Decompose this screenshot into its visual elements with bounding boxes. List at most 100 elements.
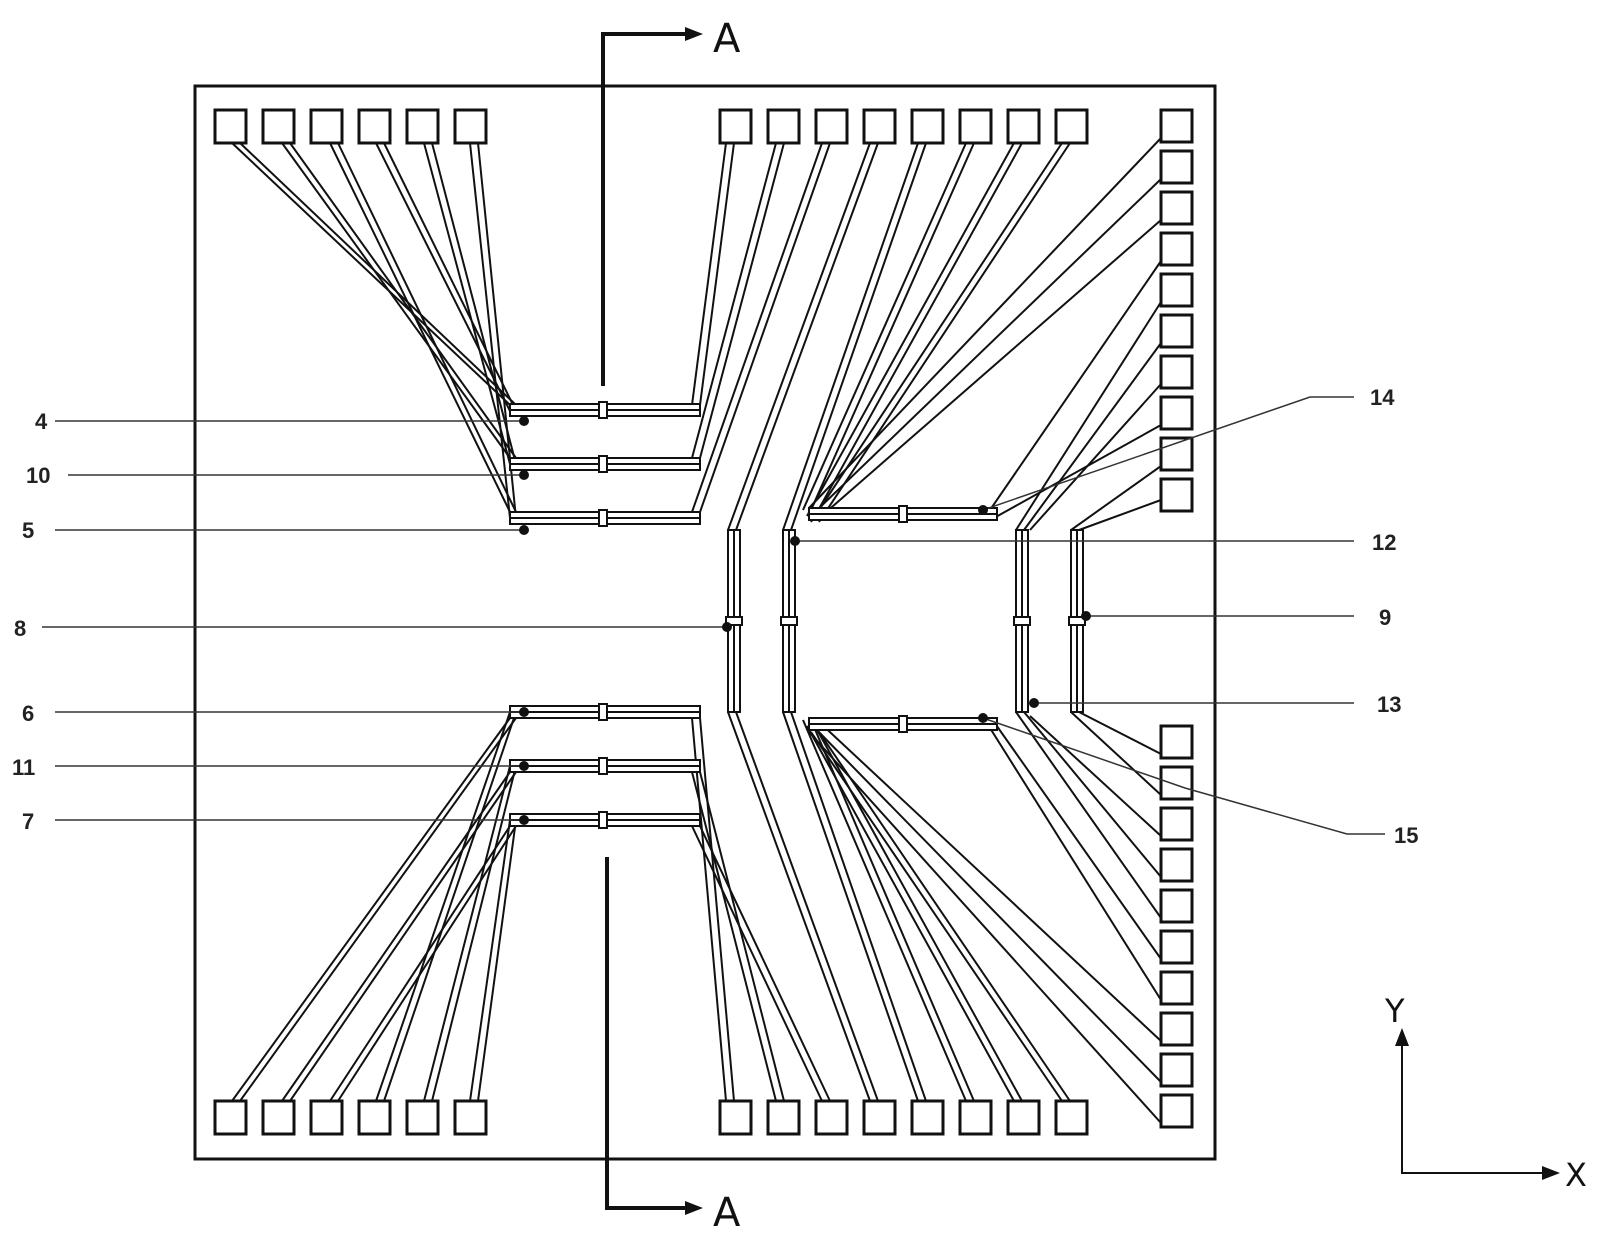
section-line-bottom bbox=[605, 857, 685, 1210]
pad bbox=[1159, 231, 1194, 267]
callout-dot bbox=[978, 713, 988, 723]
lead bbox=[691, 717, 727, 1102]
pad bbox=[453, 108, 488, 145]
pad bbox=[814, 1099, 849, 1136]
pad bbox=[1159, 970, 1194, 1006]
y-arrowhead-icon bbox=[1395, 1028, 1409, 1046]
pad bbox=[718, 108, 753, 145]
pad bbox=[453, 1099, 488, 1136]
callout-12: 12 bbox=[1372, 530, 1396, 555]
lead bbox=[383, 142, 517, 412]
pad bbox=[766, 108, 801, 145]
lead bbox=[423, 142, 511, 465]
pad bbox=[261, 1099, 296, 1136]
lead bbox=[691, 825, 823, 1102]
lead bbox=[1015, 711, 1162, 919]
right-upper-pads bbox=[1159, 108, 1194, 513]
callout-5: 5 bbox=[22, 518, 34, 543]
section-marker bbox=[601, 27, 703, 1215]
lead bbox=[802, 719, 967, 1102]
lead bbox=[699, 142, 735, 416]
horizontal-elements-left bbox=[509, 401, 701, 829]
pad bbox=[405, 108, 440, 145]
lead bbox=[806, 142, 1015, 517]
lead bbox=[423, 765, 511, 1102]
pad bbox=[213, 108, 248, 145]
callout-dot bbox=[978, 505, 988, 515]
callout-dot bbox=[790, 536, 800, 546]
section-label-bottom: A bbox=[713, 1190, 741, 1236]
lead bbox=[727, 711, 871, 1102]
element-8-gap bbox=[725, 616, 743, 626]
lead bbox=[993, 721, 1162, 960]
lead bbox=[993, 424, 1162, 519]
lead bbox=[735, 711, 879, 1102]
lead bbox=[806, 725, 1015, 1102]
lead bbox=[808, 137, 1162, 509]
lead bbox=[812, 178, 1162, 515]
pad bbox=[1159, 190, 1194, 226]
pad bbox=[766, 1099, 801, 1136]
pad bbox=[910, 108, 945, 145]
lead bbox=[691, 142, 823, 513]
pad bbox=[357, 1099, 392, 1136]
pad bbox=[814, 108, 849, 145]
element-14-gap bbox=[898, 505, 908, 523]
callout-dot bbox=[519, 470, 529, 480]
lead bbox=[383, 711, 517, 1102]
pad bbox=[1054, 1099, 1089, 1136]
lead bbox=[814, 142, 1023, 517]
lead bbox=[1023, 342, 1162, 710]
pad bbox=[1159, 108, 1194, 144]
callout-dot bbox=[722, 622, 732, 632]
lead bbox=[375, 711, 511, 1102]
lead bbox=[691, 771, 777, 1102]
pad bbox=[357, 108, 392, 145]
pad bbox=[958, 108, 993, 145]
element-7-gap bbox=[598, 811, 608, 829]
lead bbox=[810, 142, 1063, 523]
substrate-outline bbox=[193, 84, 1217, 1161]
pad bbox=[1006, 108, 1041, 145]
callout-dot bbox=[1081, 611, 1091, 621]
pad bbox=[1159, 149, 1194, 185]
pad bbox=[1159, 272, 1194, 308]
pad bbox=[405, 1099, 440, 1136]
pad bbox=[1054, 108, 1089, 145]
callout-4: 4 bbox=[35, 409, 48, 434]
lead bbox=[1078, 499, 1162, 710]
pad bbox=[213, 1099, 248, 1136]
element-10-gap bbox=[598, 455, 608, 473]
lead bbox=[239, 717, 517, 1102]
pad bbox=[309, 1099, 344, 1136]
arrowhead-icon bbox=[685, 1201, 703, 1215]
lead bbox=[790, 142, 927, 710]
callout-14: 14 bbox=[1370, 385, 1395, 410]
lead bbox=[790, 711, 927, 1102]
element-13-gap bbox=[1013, 616, 1031, 626]
lead bbox=[808, 731, 1162, 1124]
callout-13: 13 bbox=[1377, 692, 1401, 717]
pad bbox=[862, 108, 897, 145]
arrowhead-icon bbox=[685, 27, 703, 41]
lead bbox=[818, 142, 1071, 523]
lead bbox=[1029, 383, 1162, 531]
element-15-gap bbox=[898, 715, 908, 733]
lead bbox=[477, 819, 517, 1102]
lead bbox=[816, 719, 1162, 1042]
lead bbox=[782, 142, 919, 710]
lead bbox=[1070, 711, 1162, 796]
lead bbox=[691, 142, 777, 459]
callout-7: 7 bbox=[22, 809, 34, 834]
callout-dot bbox=[519, 707, 529, 717]
pad bbox=[1159, 1011, 1194, 1047]
lead bbox=[802, 142, 967, 511]
pad bbox=[958, 1099, 993, 1136]
pad bbox=[261, 108, 296, 145]
pad bbox=[1159, 765, 1194, 801]
callout-dot bbox=[519, 416, 529, 426]
lead bbox=[431, 765, 517, 1102]
pad bbox=[1159, 806, 1194, 842]
pad bbox=[1159, 724, 1194, 760]
